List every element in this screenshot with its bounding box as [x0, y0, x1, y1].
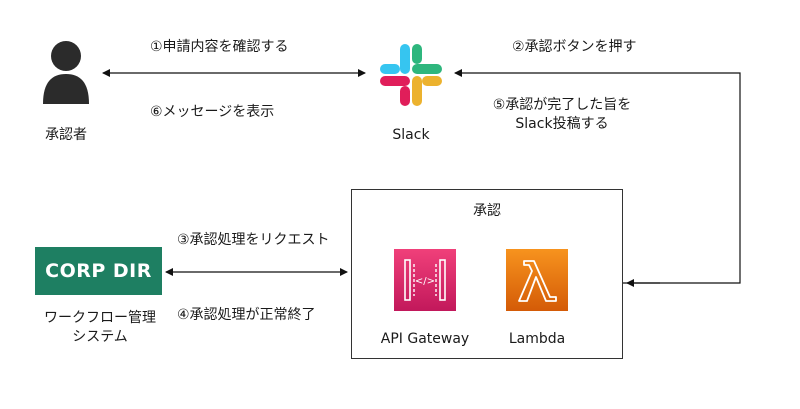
api-gateway-icon: </>	[394, 249, 456, 311]
step-1-label: ①申請内容を確認する	[150, 39, 289, 55]
step-5-label-line2: Slack投稿する	[515, 116, 609, 132]
step-6-label: ⑥メッセージを表示	[150, 104, 275, 120]
svg-text:</>: </>	[415, 276, 435, 287]
workflow-label-line2: システム	[72, 329, 128, 345]
step-4-label: ④承認処理が正常終了	[177, 307, 316, 323]
lambda-service	[506, 249, 568, 311]
step-5-label-line1: ⑤承認が完了した旨を	[492, 97, 632, 113]
slack-label: Slack	[392, 127, 430, 143]
slack-actor	[376, 40, 446, 110]
lambda-icon	[506, 249, 568, 311]
step-3-label: ③承認処理をリクエスト	[177, 232, 330, 248]
approval-group-box	[351, 189, 623, 359]
approver-actor	[40, 38, 92, 108]
approval-group-label: 承認	[473, 203, 501, 219]
api-gateway-service: </>	[394, 249, 456, 311]
slack-logo-icon	[380, 44, 442, 106]
approver-label: 承認者	[45, 127, 87, 143]
workflow-label-line1: ワークフロー管理	[44, 310, 156, 326]
step-2-label: ②承認ボタンを押す	[512, 39, 637, 55]
lambda-label: Lambda	[508, 331, 566, 347]
corp-dir-logo: CORP DIR	[35, 247, 162, 295]
user-icon	[43, 41, 89, 104]
api-gateway-label: API Gateway	[380, 331, 470, 347]
arrow-lambda-to-slack	[454, 69, 741, 284]
